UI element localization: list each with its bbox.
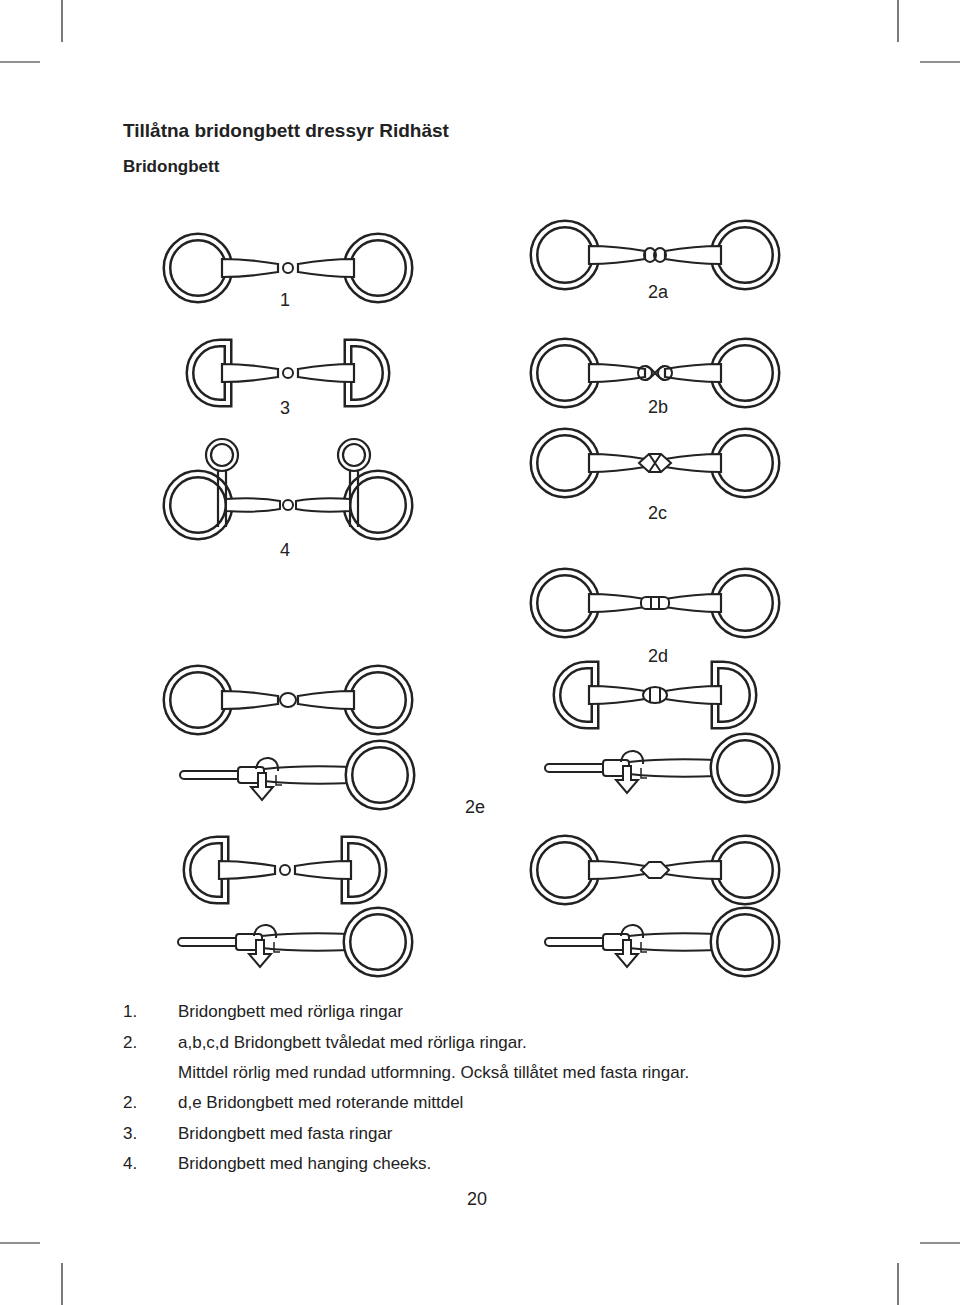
- list-text: a,b,c,d Bridongbett tvåledat med rörliga…: [178, 1033, 527, 1053]
- callout-number: 2b: [648, 397, 668, 419]
- list-text: Bridongbett med fasta ringar: [178, 1124, 393, 1144]
- list-number: 1.: [123, 1002, 137, 1022]
- callout-number: 2d: [648, 646, 668, 668]
- callout-number: 2e: [465, 797, 485, 819]
- list-text: Mittdel rörlig med rundad utformning. Oc…: [178, 1063, 689, 1083]
- callout-number: 1: [280, 290, 290, 312]
- page-title: Tillåtna bridongbett dressyr Ridhäst: [123, 120, 449, 143]
- list-number: 2.: [123, 1093, 137, 1113]
- list-text: Bridongbett med rörliga ringar: [178, 1002, 403, 1022]
- page-number: 20: [467, 1189, 487, 1211]
- list-number: 2.: [123, 1033, 137, 1053]
- subheading: Bridongbett: [123, 157, 219, 177]
- callout-number: 4: [280, 540, 290, 562]
- callout-number: 2c: [648, 503, 667, 525]
- list-number: 4.: [123, 1154, 137, 1174]
- callout-number: 3: [280, 398, 290, 420]
- list-text: Bridongbett med hanging cheeks.: [178, 1154, 431, 1174]
- list-text: d,e Bridongbett med roterande mittdel: [178, 1093, 463, 1113]
- callout-number: 2a: [648, 282, 668, 304]
- list-number: 3.: [123, 1124, 137, 1144]
